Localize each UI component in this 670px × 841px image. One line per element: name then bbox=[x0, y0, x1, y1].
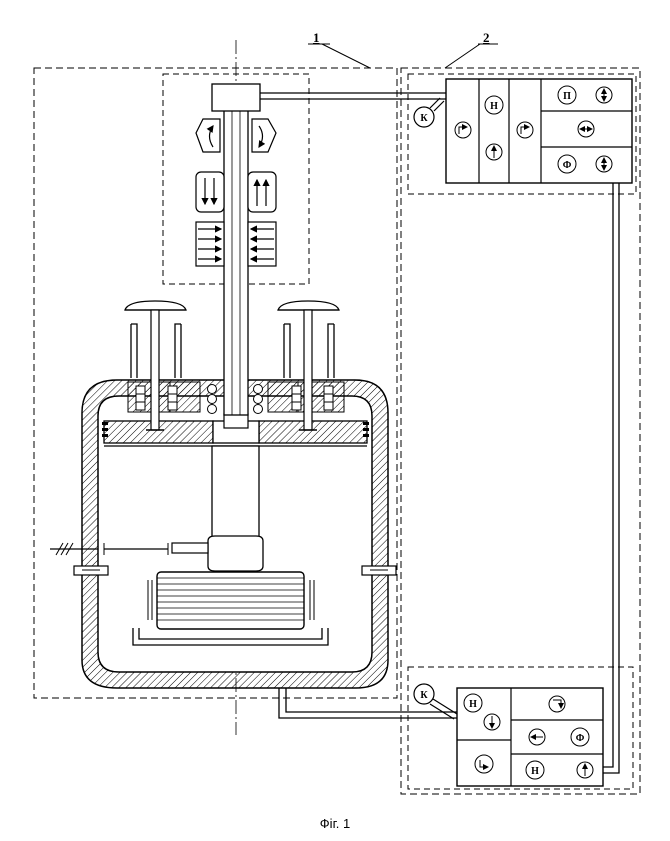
bidirectional-vertical-symbol bbox=[595, 86, 613, 104]
feed-line bbox=[50, 542, 169, 556]
rotation-drive bbox=[195, 118, 277, 153]
svg-text:П: П bbox=[563, 91, 571, 102]
support-tray bbox=[132, 628, 329, 646]
rotate-valve-symbol-2 bbox=[516, 121, 534, 139]
upper-control-boundary bbox=[407, 73, 637, 195]
central-shaft bbox=[223, 109, 249, 416]
wafer-stack bbox=[147, 571, 315, 630]
rotate-valve-symbol bbox=[454, 121, 472, 139]
right-lid-clamp bbox=[363, 422, 369, 437]
rotate-symbol-lower bbox=[474, 754, 494, 774]
inner-cylinder bbox=[171, 445, 264, 572]
svg-text:Н: Н bbox=[490, 101, 498, 112]
upper-seal-blocks bbox=[127, 381, 345, 413]
bidirectional-vertical-symbol-2 bbox=[595, 155, 613, 173]
pump-symbol-n-lower-2: Н bbox=[525, 760, 545, 780]
valve-symbol-p: П bbox=[557, 85, 577, 105]
reference-label-2: 2 bbox=[444, 30, 498, 69]
filter-symbol-f: Ф bbox=[557, 154, 577, 174]
bidirectional-horizontal-symbol bbox=[577, 120, 595, 138]
left-lid-clamp bbox=[102, 422, 108, 437]
svg-text:Ф: Ф bbox=[576, 733, 585, 744]
left-piston bbox=[124, 300, 187, 431]
reference-label-1: 1 bbox=[308, 30, 371, 69]
upper-pipe bbox=[260, 92, 447, 100]
upper-valve-k: К bbox=[413, 97, 445, 128]
up-arrow-symbol bbox=[485, 143, 503, 161]
down-arrow-symbol bbox=[483, 713, 501, 731]
induction-coils bbox=[207, 384, 263, 414]
enclosure-2-outer-boundary bbox=[400, 67, 641, 795]
pump-symbol-n: Н bbox=[484, 95, 504, 115]
shaft-head bbox=[211, 83, 261, 112]
lower-control-boundary bbox=[407, 666, 634, 790]
clamping-drive bbox=[195, 221, 277, 267]
left-arrow-symbol bbox=[528, 728, 546, 746]
lower-pipe bbox=[278, 688, 457, 719]
right-flange bbox=[361, 565, 397, 576]
riser-pipe bbox=[603, 183, 620, 774]
lower-valve-k: К bbox=[413, 683, 458, 720]
svg-text:К: К bbox=[420, 690, 428, 701]
ref-label-2-text: 2 bbox=[483, 30, 490, 45]
svg-text:Н: Н bbox=[531, 766, 539, 777]
figure-caption: Фіг. 1 bbox=[319, 816, 351, 831]
rotate-symbol-lower-2 bbox=[548, 695, 566, 713]
pump-symbol-n-lower: Н bbox=[463, 693, 483, 713]
right-piston bbox=[277, 300, 340, 431]
vessel-lid bbox=[103, 413, 368, 447]
lower-control-panel: Н Ф Н bbox=[456, 687, 604, 787]
svg-text:К: К bbox=[420, 113, 428, 124]
svg-text:Ф: Ф bbox=[563, 160, 572, 171]
filter-symbol-f-lower: Ф bbox=[570, 727, 590, 747]
svg-text:Н: Н bbox=[469, 699, 477, 710]
left-flange bbox=[73, 565, 109, 576]
ref-label-1-text: 1 bbox=[313, 30, 320, 45]
enclosure-1-boundary bbox=[33, 67, 398, 699]
up-arrow-symbol-lower bbox=[576, 761, 594, 779]
axial-drive bbox=[195, 171, 277, 213]
upper-control-panel: Н П Ф bbox=[445, 78, 633, 184]
